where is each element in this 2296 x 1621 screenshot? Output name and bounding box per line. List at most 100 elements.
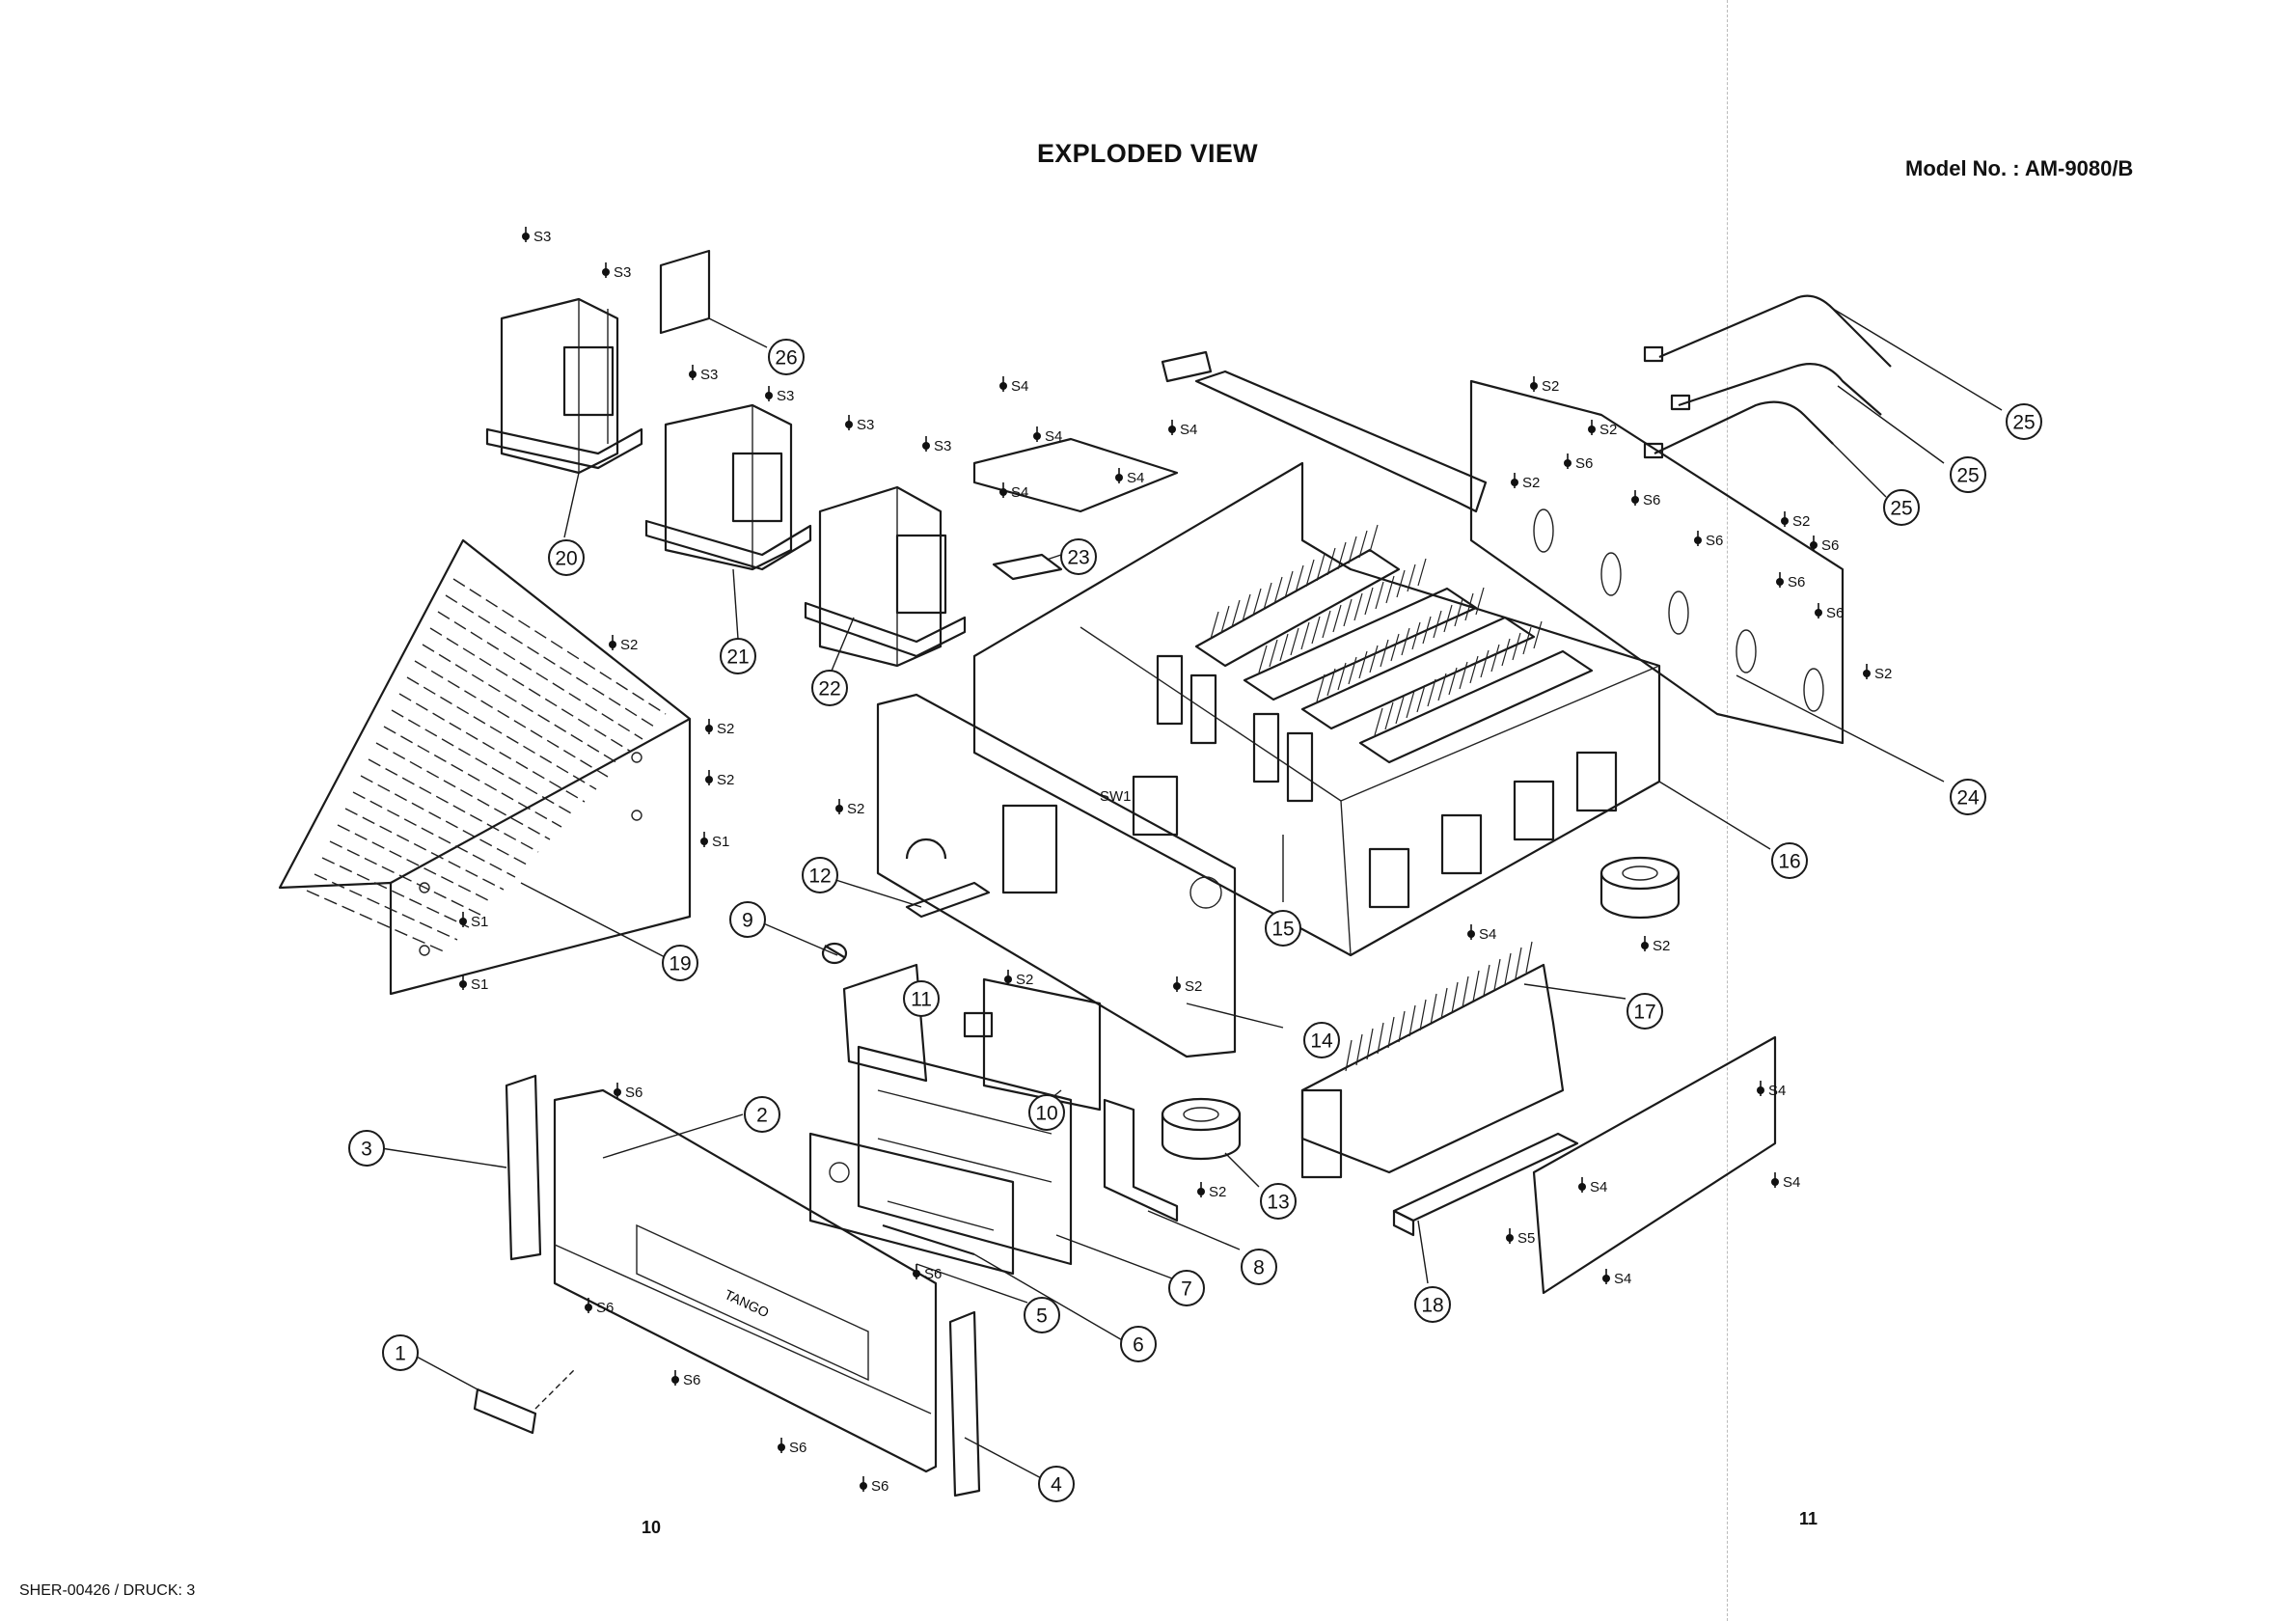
screw-label: S6 (625, 1085, 642, 1101)
screw-head-icon (778, 1443, 785, 1451)
screw-label: S6 (596, 1300, 614, 1316)
bottom-cover (1534, 1037, 1775, 1293)
callout-number: 11 (911, 989, 932, 1011)
heatsink-fin-lines (1211, 525, 1542, 735)
screw-marker: S2 (1863, 664, 1892, 682)
screw-head-icon (459, 980, 467, 988)
callout-number: 24 (1956, 787, 1980, 810)
heatsink-fins (1196, 525, 1592, 762)
callout-c18: 18 (1415, 1287, 1450, 1322)
main-chassis-15 (974, 463, 1659, 955)
heatsink-fin (1502, 639, 1510, 666)
heatsink-fin (1491, 645, 1499, 672)
screw-head-icon (459, 918, 467, 925)
heatsink-fin (1481, 650, 1489, 677)
side-trim-4 (950, 1312, 979, 1496)
heatsink-fin (1460, 662, 1467, 689)
heatsink-fin (1333, 605, 1341, 632)
screw-head-icon (765, 392, 773, 399)
screw-head-icon (1115, 474, 1123, 481)
screw-head-icon (922, 442, 930, 450)
callout-c11: 11 (904, 981, 939, 1016)
vent-slot (438, 612, 642, 739)
lens-5 (883, 1225, 974, 1254)
heatsink-17-fin (1505, 953, 1511, 984)
screw-marker: S4 (1771, 1172, 1800, 1191)
screw-label: S3 (700, 367, 718, 383)
callout-c9: 9 (730, 902, 765, 937)
heatsink-fin (1365, 588, 1373, 615)
screw-label: S2 (717, 721, 734, 737)
screw-marker: S6 (1815, 603, 1844, 621)
callout-number: 7 (1181, 1278, 1192, 1301)
screw-marker: S3 (845, 415, 874, 433)
callout-number: 18 (1421, 1295, 1443, 1317)
callout-number: 19 (669, 953, 691, 975)
screw-label: S2 (1599, 422, 1617, 438)
heatsink-fin (1470, 656, 1478, 683)
callout-number: 25 (1890, 498, 1912, 520)
heatsink-fin (1376, 582, 1383, 609)
screw-label: S4 (1180, 422, 1197, 438)
screw-label: S2 (1185, 978, 1202, 995)
screw-head-icon (1530, 382, 1538, 390)
screw-label: S6 (1821, 537, 1839, 554)
foot-top-right (1601, 858, 1679, 918)
screw-label: S2 (1874, 666, 1892, 682)
screw-head-icon (1168, 426, 1176, 433)
screw-head-icon (845, 421, 853, 428)
screw-marker: S2 (835, 799, 864, 817)
heatsink-17-fin (1473, 971, 1479, 1002)
heatsink-17-fin (1494, 959, 1500, 990)
side-trim-3 (506, 1076, 540, 1259)
screw-marker: S2 (705, 719, 734, 737)
heatsink-17-fin (1516, 948, 1521, 978)
callout-c25a: 25 (1884, 490, 1919, 525)
screw-label: S2 (1653, 938, 1670, 954)
screw-label: S2 (717, 772, 734, 788)
callout-c1: 1 (383, 1335, 418, 1370)
screw-marker: S6 (671, 1370, 700, 1388)
heatsink-fin (1370, 525, 1378, 552)
screw-marker: S2 (1781, 511, 1810, 530)
screw-label: S6 (871, 1478, 888, 1495)
heatsink-fin (1259, 646, 1267, 673)
callout-c8: 8 (1242, 1250, 1276, 1284)
front-panel-2: TANGO (555, 1090, 936, 1471)
insulator-sheet-26 (661, 251, 709, 333)
callout-number: 10 (1035, 1103, 1057, 1125)
screw-label: S1 (471, 976, 488, 993)
callout-number: 21 (726, 646, 749, 669)
screw-head-icon (1694, 536, 1702, 544)
vent-slot (384, 727, 561, 827)
vent-slot (330, 841, 480, 915)
part-callouts: 1234567891011121314151617181920212223242… (349, 340, 2041, 1501)
screw-marker: S4 (1757, 1081, 1786, 1099)
screw-head-icon (999, 382, 1007, 390)
bracket-18 (1394, 1134, 1577, 1235)
screw-label: S6 (683, 1372, 700, 1388)
screw-marker: S4 (999, 376, 1028, 395)
screw-marker: S2 (609, 635, 638, 653)
callout-c5: 5 (1025, 1298, 1059, 1333)
vent-slot (322, 858, 469, 927)
screw-head-icon (1631, 496, 1639, 504)
screw-head-icon (1815, 609, 1822, 617)
screw-marker: S4 (1115, 468, 1144, 486)
heatsink-fin (1349, 657, 1356, 684)
screw-label: S3 (777, 388, 794, 404)
screw-marker: S3 (602, 262, 631, 281)
screw-head-icon (700, 838, 708, 845)
heatsink-17-fin (1526, 942, 1532, 973)
screw-head-icon (609, 641, 616, 648)
screw-label: S2 (1522, 475, 1540, 491)
heatsink-fin (1301, 622, 1309, 649)
heatsink-fin (1270, 640, 1277, 667)
callout-number: 25 (1956, 465, 1979, 487)
screw-label: S4 (1614, 1271, 1631, 1287)
screw-head-icon (860, 1482, 867, 1490)
screw-head-icon (1810, 541, 1818, 549)
screw-head-icon (1564, 459, 1572, 467)
screw-label: S6 (1575, 455, 1593, 472)
